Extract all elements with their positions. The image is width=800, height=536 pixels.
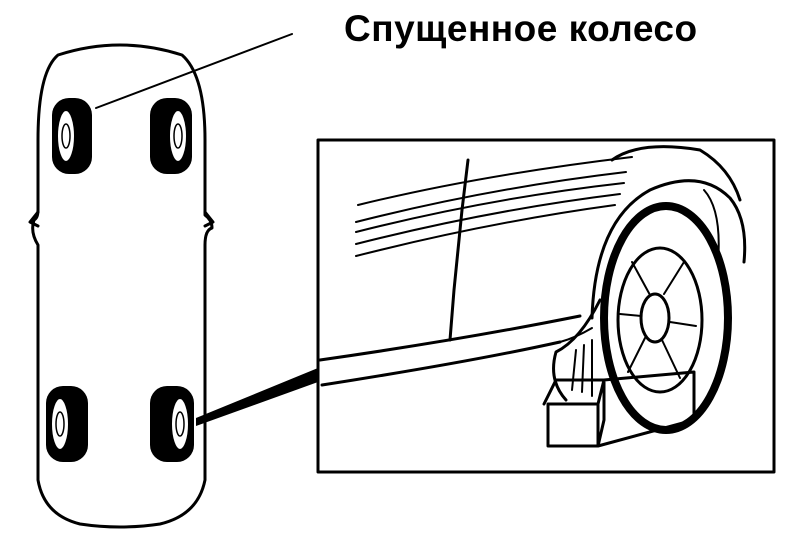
detail-inset-frame — [316, 138, 776, 474]
detail-inset-drawing — [318, 145, 747, 448]
body-trim-line — [355, 171, 627, 223]
car-body-outline — [31, 43, 214, 529]
right-mirror — [203, 210, 215, 228]
wheel-rear-right — [150, 386, 194, 462]
fender-edge — [610, 145, 742, 202]
tire-tread — [552, 298, 602, 402]
rocker-panel — [318, 314, 582, 362]
left-mirror — [28, 210, 40, 228]
flat-tire-caption: Спущенное колесо — [344, 8, 698, 49]
body-trim-line — [355, 204, 616, 257]
body-trim-line — [355, 182, 625, 233]
wheel-front-left — [52, 98, 92, 174]
wheel-front-right — [150, 98, 192, 174]
door-seam — [448, 158, 470, 342]
wheel-arch — [590, 179, 747, 320]
wheel-hub — [639, 292, 671, 344]
rocker-panel-lower — [320, 340, 562, 387]
wheel-rear-left — [46, 386, 88, 462]
wheel-spokes — [619, 261, 697, 379]
tire-tread — [571, 339, 593, 397]
body-trim-line — [355, 193, 621, 245]
wheel-chock — [542, 370, 696, 448]
body-trim-line — [357, 156, 633, 206]
top-view-car — [28, 43, 215, 529]
callout-wedge — [196, 368, 318, 426]
